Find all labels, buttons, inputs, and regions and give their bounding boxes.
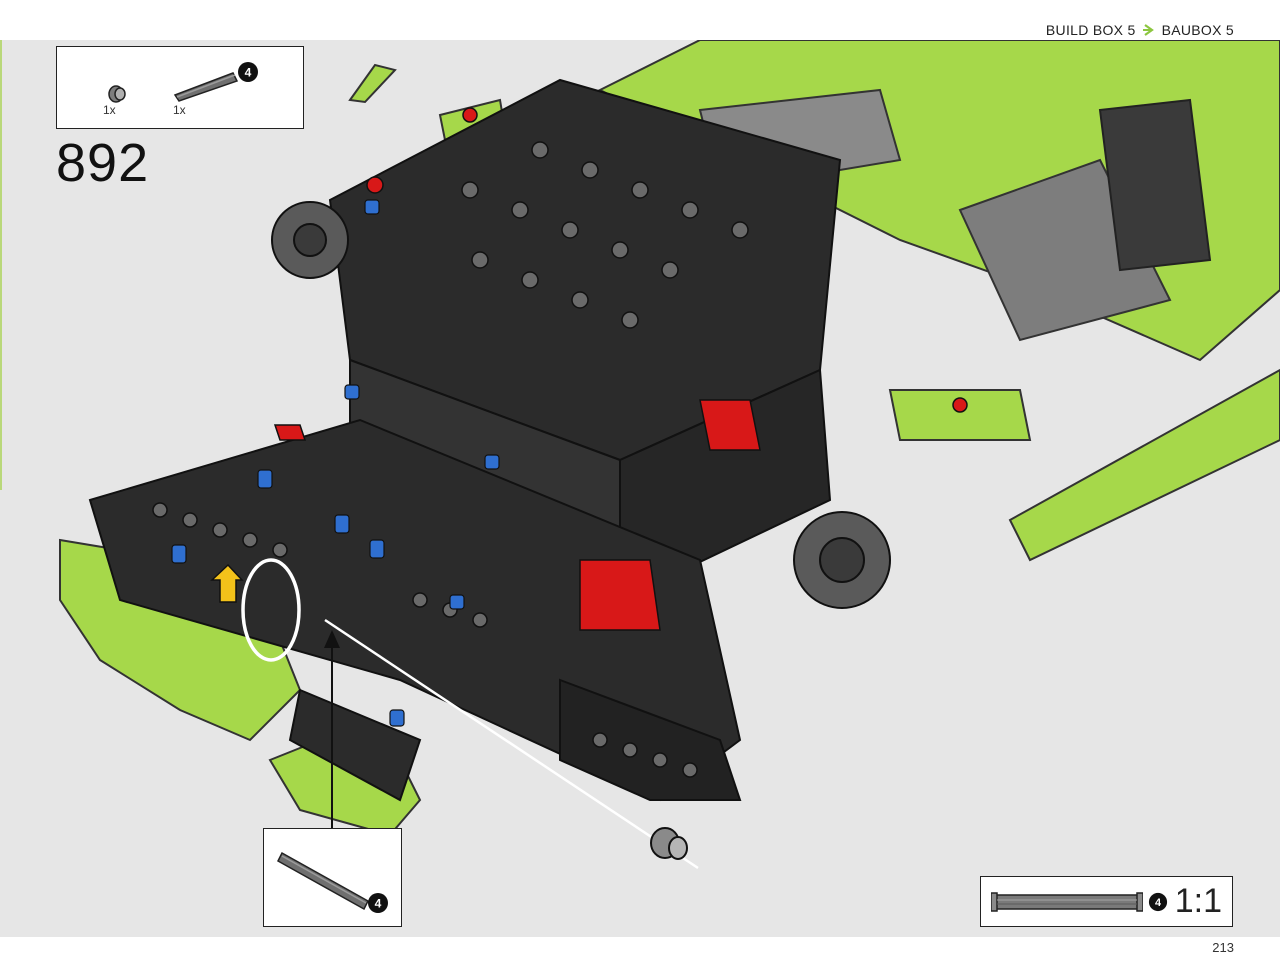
- chevron-right-icon: [1142, 24, 1154, 36]
- length-badge-icon: 4: [1148, 892, 1168, 912]
- lower-beam-stack: [88, 418, 742, 802]
- length-badge-text: 4: [375, 897, 382, 911]
- baubox-label: BAUBOX 5: [1161, 22, 1234, 38]
- blue-pins: [171, 199, 500, 727]
- build-box-label: BUILD BOX 5: [1045, 22, 1136, 38]
- page-number: 213: [1212, 940, 1234, 955]
- red-parts: [273, 107, 968, 631]
- page-header: BUILD BOX 5 BAUBOX 5: [1046, 20, 1234, 40]
- length-badge-text: 4: [1155, 897, 1161, 909]
- highlight-circle: [241, 558, 301, 662]
- part-quantity: 1x: [103, 103, 116, 117]
- bush-icon: [108, 85, 126, 103]
- axle-icon: [277, 851, 369, 911]
- model-drawing: [59, 40, 1280, 870]
- axle-connector-part: [107, 85, 127, 103]
- length-badge-text: 4: [245, 66, 252, 80]
- axle-scale-icon: [991, 892, 1143, 912]
- scale-label: 1:1: [1174, 882, 1222, 920]
- technic-axle-part: [169, 61, 259, 105]
- assembly-illustration: [0, 40, 1280, 937]
- length-badge-icon: 4: [368, 893, 388, 913]
- bush-part-loose: [650, 827, 688, 860]
- callout-arrowhead-icon: [324, 630, 340, 648]
- parts-list-box: 1x 4 1x: [56, 46, 304, 129]
- callout-box: 4: [263, 828, 402, 927]
- length-badge-icon: 4: [238, 62, 258, 82]
- step-number: 892: [56, 133, 150, 193]
- axle-icon: [173, 72, 239, 102]
- rotation-arrow-icon: [210, 563, 244, 603]
- page-edge-mark: [0, 40, 2, 490]
- part-quantity: 1x: [173, 103, 186, 117]
- insertion-guide-line: [324, 618, 699, 870]
- scale-reference-box: 4 1:1: [980, 876, 1233, 927]
- wheel-hubs: [271, 201, 891, 609]
